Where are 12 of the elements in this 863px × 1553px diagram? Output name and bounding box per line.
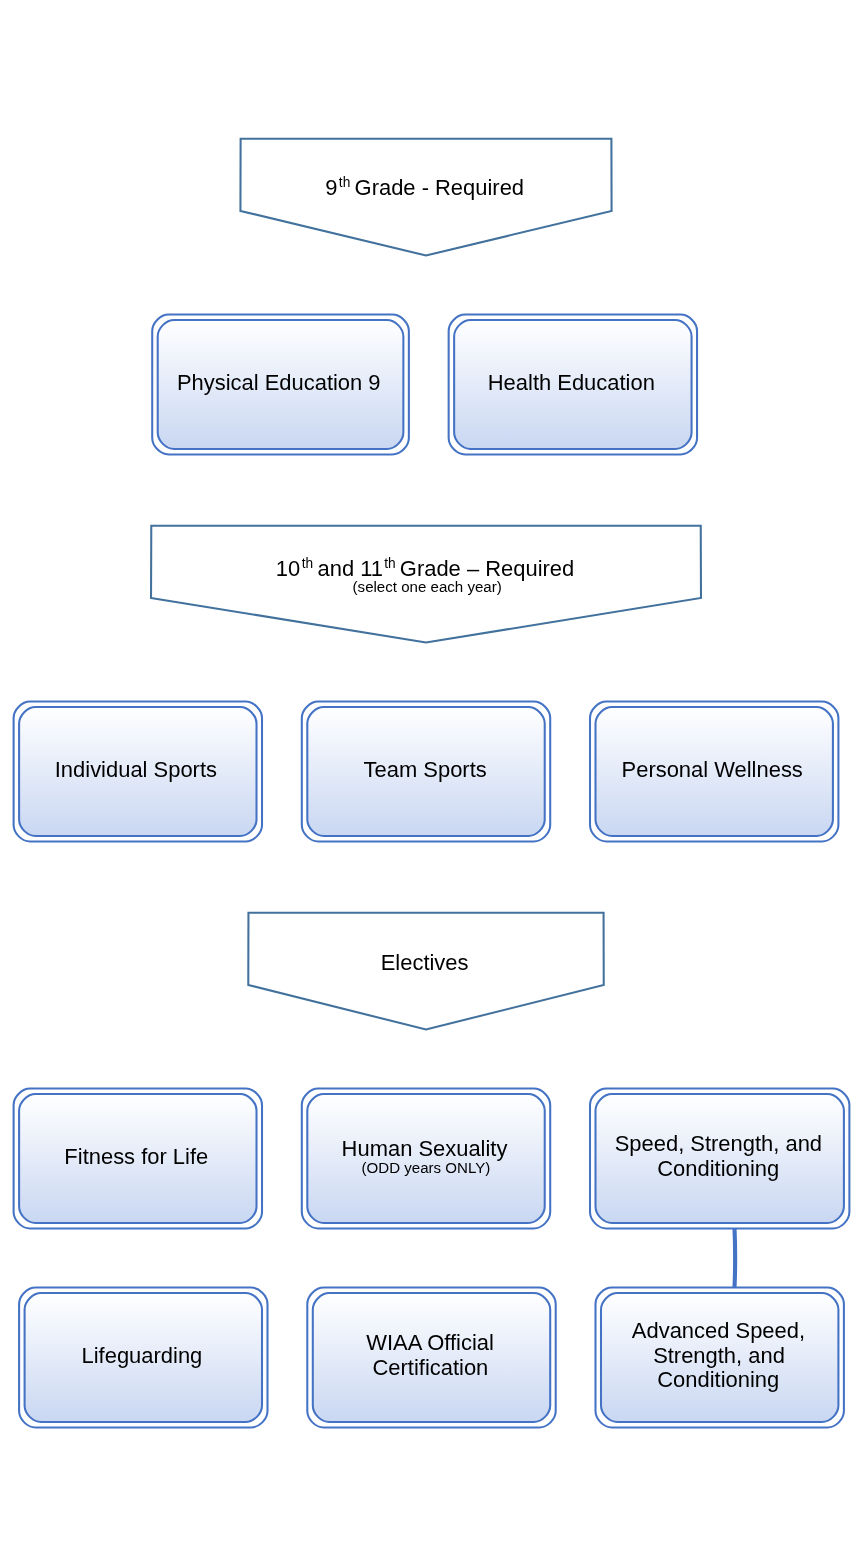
node-box: Physical Education 9 xyxy=(151,313,410,455)
node-box: Lifeguarding xyxy=(18,1286,269,1429)
node-box: Team Sports xyxy=(300,700,552,843)
node-box: Personal Wellness xyxy=(589,700,840,843)
node-box: Individual Sports xyxy=(12,700,264,843)
node-box: Advanced Speed, Strength, and Conditioning xyxy=(594,1286,845,1429)
node-box: Human Sexuality (ODD years ONLY) xyxy=(300,1087,552,1230)
node-box: WIAA Official Certification xyxy=(306,1286,557,1429)
node-box: Health Education xyxy=(447,313,699,455)
node-box: Fitness for Life xyxy=(12,1087,264,1230)
node-box: Speed, Strength, and Conditioning xyxy=(589,1087,851,1230)
connector xyxy=(732,1227,738,1287)
